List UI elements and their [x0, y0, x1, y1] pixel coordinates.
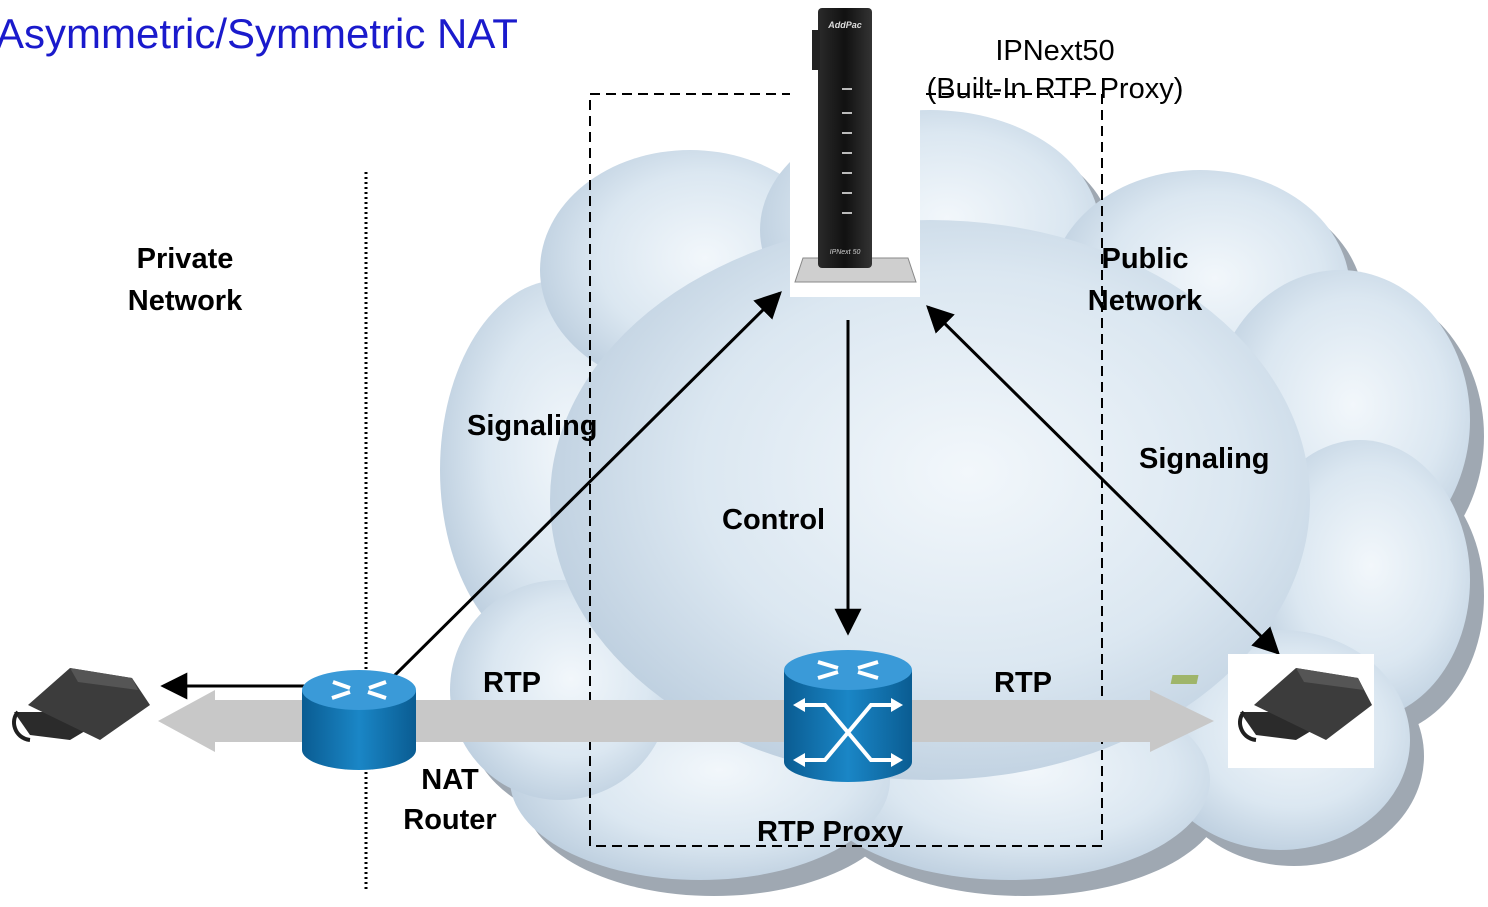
device-name: IPNext50 [995, 35, 1115, 67]
device-model-label: IPNext 50 [830, 249, 861, 256]
nat-router-icon [302, 670, 416, 770]
page-title: Asymmetric/Symmetric NAT [0, 10, 518, 57]
device-name-label: IPNext50 (Built-In RTP Proxy) [880, 32, 1230, 108]
nat-router-line2: Router [403, 804, 497, 836]
rtp-left-label: RTP [483, 667, 541, 699]
nat-router-label: NAT Router [395, 760, 505, 840]
public-network-label: Public Network [1050, 238, 1240, 322]
private-network-line2: Network [127, 285, 243, 317]
public-network-line2: Network [1087, 285, 1203, 317]
private-network-label: Private Network [90, 238, 280, 322]
right-ip-phone-icon [1170, 654, 1374, 768]
device-subtitle: (Built-In RTP Proxy) [926, 73, 1184, 105]
private-network-line1: Private [136, 243, 234, 275]
signaling-right-label: Signaling [1139, 443, 1270, 475]
nat-router-line1: NAT [421, 764, 479, 796]
signaling-left-label: Signaling [467, 410, 598, 442]
signaling-arrow-right [926, 305, 1280, 655]
rtp-proxy-label: RTP Proxy [757, 816, 904, 848]
signaling-arrow-left [386, 291, 782, 684]
device-brand: AddPac [827, 20, 862, 30]
control-label: Control [722, 504, 826, 536]
left-ip-phone-icon [12, 668, 150, 742]
rtp-proxy-icon [784, 650, 912, 782]
public-network-line1: Public [1101, 243, 1189, 275]
rtp-right-label: RTP [994, 667, 1052, 699]
ipnext50-device-icon: AddPac IPNext 50 [790, 5, 920, 297]
